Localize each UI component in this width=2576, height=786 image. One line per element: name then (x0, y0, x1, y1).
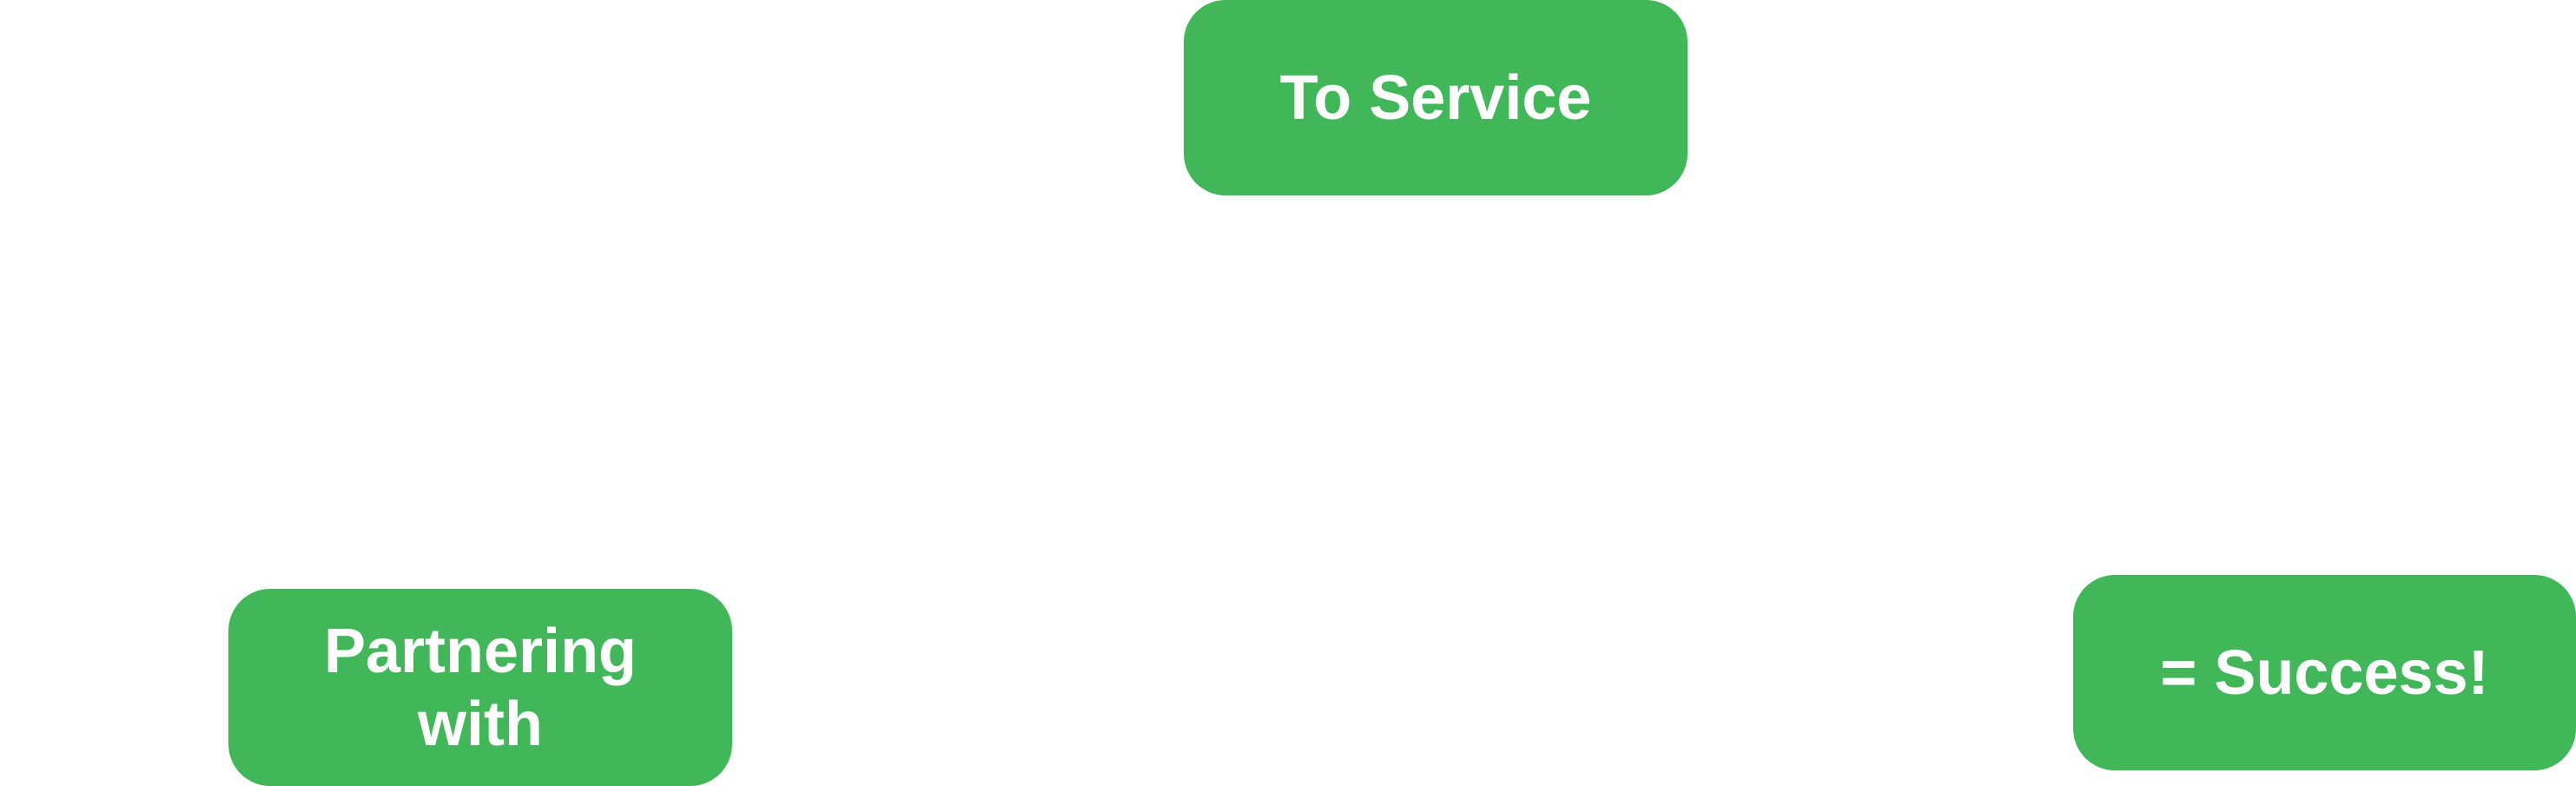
success-node: = Success! (2073, 575, 2576, 770)
success-label: = Success! (2160, 637, 2489, 708)
to-service-node: To Service (1184, 0, 1688, 195)
partnering-with-label: Partnering with (323, 616, 637, 759)
to-service-label: To Service (1279, 63, 1592, 133)
partnering-with-node: Partnering with (228, 589, 732, 786)
